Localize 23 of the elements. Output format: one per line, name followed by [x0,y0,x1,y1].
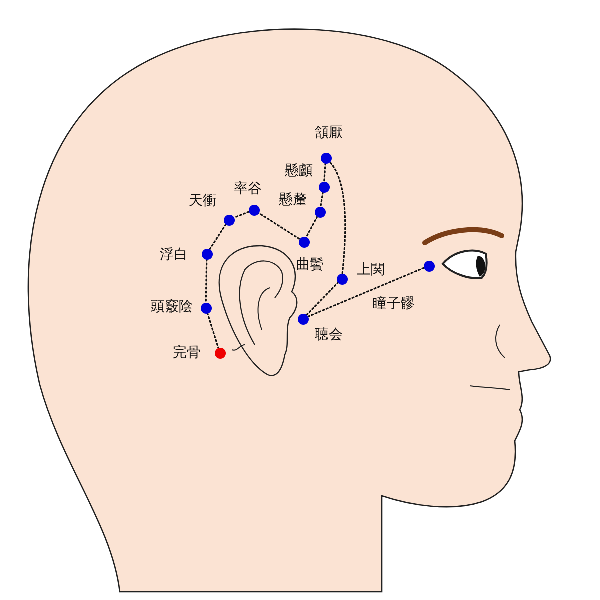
dotted-line [320,192,324,208]
dotted-line [306,216,318,238]
dotted-line [258,212,300,240]
point-label: 懸釐 [279,192,307,208]
point-label: 曲鬢 [296,257,324,273]
point-label: 完骨 [173,345,201,361]
point-label: 聴会 [315,327,343,343]
point-label: 懸顱 [285,163,313,179]
point-label: 上関 [357,262,385,278]
point-label: 浮白 [160,247,188,263]
dotted-line [209,224,227,250]
dotted-line [233,211,250,219]
point-label: 頭竅陰 [151,299,193,315]
dotted-line [206,312,220,349]
point-label: 率谷 [234,181,262,197]
point-label: 天衝 [189,193,217,209]
dotted-line [324,162,326,182]
point-label: 頷厭 [315,125,343,141]
dotted-line [205,258,208,304]
point-label: 瞳子髎 [373,296,415,312]
dotted-line [306,282,339,316]
dotted-line [307,267,425,318]
dotted-line [329,161,346,274]
